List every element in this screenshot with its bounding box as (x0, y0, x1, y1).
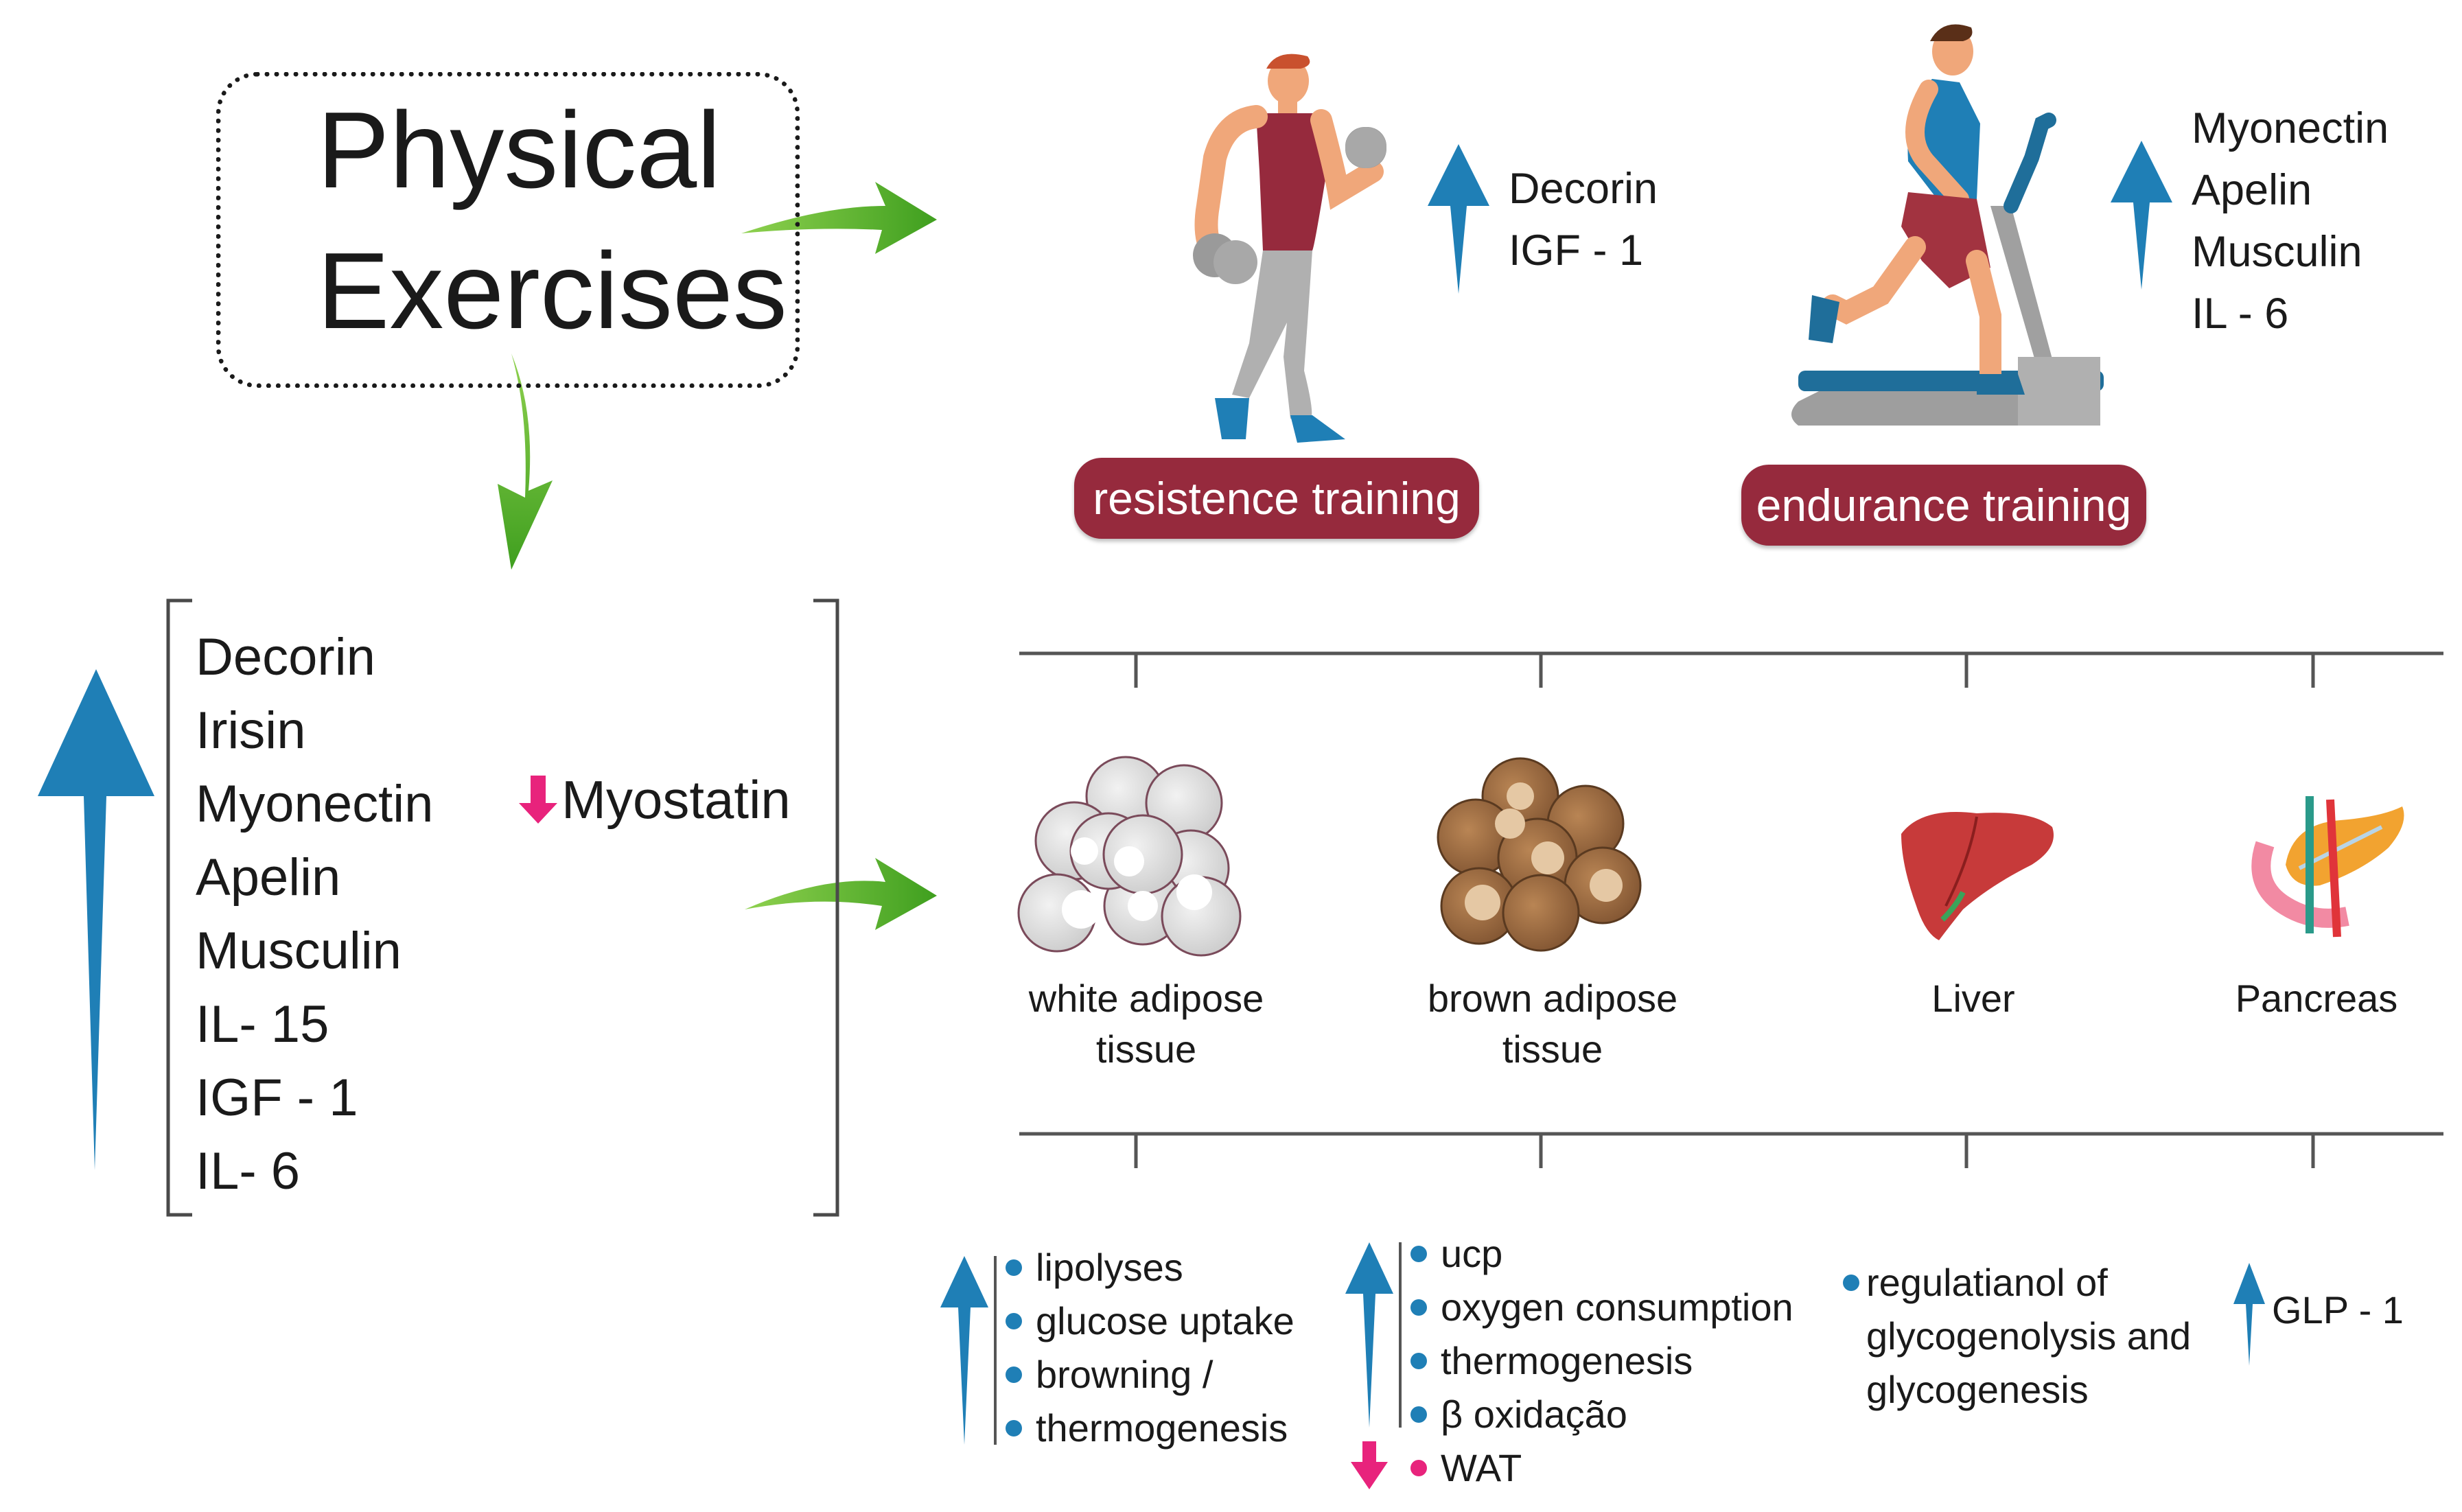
myokine-item: IGF - 1 (196, 1069, 358, 1127)
effect-item: lipolyses (1006, 1241, 1294, 1294)
effect-item: thermogenesis (1006, 1401, 1294, 1455)
bullet-icon (1410, 1353, 1427, 1370)
white-adipose-effects: lipolyses glucose uptake browning / ther… (1006, 1241, 1294, 1455)
effect-item: WAT (1410, 1441, 1793, 1495)
bat-up-arrow-icon (1345, 1242, 1393, 1428)
myokine-item: Decorin (196, 628, 375, 686)
endurance-myokine-list: Myonectin Apelin Musculin IL - 6 (2192, 97, 2389, 345)
flow-arrow-to-organs (745, 858, 937, 930)
myokine-item: Apelin (196, 848, 341, 907)
title-box (216, 72, 800, 388)
bullet-icon (1410, 1246, 1427, 1263)
wat-up-arrow-icon (940, 1256, 988, 1445)
organ-label-brown-adipose: brown adipose tissue (1374, 973, 1731, 1075)
organ-label-line: Pancreas (2235, 977, 2398, 1020)
effect-item: glycogenolysis and (1866, 1314, 2192, 1358)
effect-arrows (940, 1242, 2265, 1489)
endurance-up-arrow-icon (2111, 141, 2172, 290)
effect-item: oxygen consumption (1410, 1281, 1793, 1334)
glp1-up-arrow-icon (2233, 1263, 2265, 1366)
organ-label-line: tissue (1095, 1027, 1197, 1071)
flow-arrow-to-training (741, 182, 937, 254)
myokine-list: Decorin Irisin Myonectin Apelin Musculin… (196, 620, 433, 1208)
effect-item: thermogenesis (1410, 1334, 1793, 1388)
bullet-icon (1006, 1313, 1022, 1330)
bullet-icon (1006, 1420, 1022, 1437)
organ-label-pancreas: Pancreas (2138, 973, 2462, 1024)
title-line-2: Exercises (317, 231, 787, 351)
liver-effects: regulatianol of glycogenolysis and glyco… (1843, 1256, 2191, 1417)
organ-label-line: Liver (1931, 977, 2015, 1020)
organ-brackets (1019, 651, 2443, 1168)
endurance-myokine: Myonectin (2192, 104, 2389, 152)
myostatin-down-arrow-icon (519, 776, 557, 824)
effect-item: glucose uptake (1006, 1294, 1294, 1348)
effect-item: regulatianol of (1843, 1256, 2191, 1310)
myokines-bracket (166, 598, 839, 1217)
bullet-icon (1410, 1299, 1427, 1316)
bullet-icon (1843, 1275, 1859, 1292)
resistance-up-arrow-icon (1428, 144, 1489, 294)
resistance-trainer-icon (1193, 54, 1386, 443)
endurance-myokine: IL - 6 (2192, 290, 2289, 338)
brown-adipose-effects: ucp oxygen consumption thermogenesis β o… (1410, 1227, 1793, 1495)
pancreas-effect: GLP - 1 (2272, 1288, 2404, 1331)
organ-label-line: white adipose (1028, 977, 1264, 1020)
myokine-item: Musculin (196, 922, 402, 980)
pancreas-icon (2251, 796, 2404, 938)
resistance-training-pill: resistence training (1074, 458, 1479, 539)
resistance-myokine: Decorin (1509, 165, 1658, 213)
bullet-icon (1410, 1406, 1427, 1423)
bullet-icon (1410, 1460, 1427, 1477)
bullet-icon (1006, 1366, 1022, 1384)
endurance-training-pill: endurance training (1741, 465, 2146, 546)
flow-arrow-down (498, 353, 553, 570)
effect-item: ucp (1410, 1227, 1793, 1281)
liver-icon (1901, 812, 2054, 940)
resistance-myokine: IGF - 1 (1509, 226, 1644, 275)
effect-item: glycogenesis (1866, 1368, 2089, 1411)
organ-label-line: tissue (1502, 1027, 1603, 1071)
brown-adipose-icon (1437, 757, 1642, 952)
effect-item: β oxidação (1410, 1388, 1793, 1441)
myokine-item: IL- 15 (196, 995, 329, 1054)
myokine-item: Myonectin (196, 775, 434, 833)
endurance-runner-icon (1791, 24, 2104, 426)
title-line-1: Physical (317, 90, 721, 211)
myokine-item: IL- 6 (196, 1142, 301, 1200)
effect-item: browning / (1006, 1348, 1294, 1401)
endurance-myokine: Musculin (2192, 228, 2362, 276)
organ-label-white-adipose: white adipose tissue (968, 973, 1325, 1075)
organ-label-line: brown adipose (1427, 977, 1678, 1020)
organ-label-liver: Liver (1795, 973, 2152, 1024)
myokine-item: Irisin (196, 701, 306, 760)
myostatin-label: Myostatin (561, 769, 791, 830)
white-adipose-icon (1017, 756, 1242, 957)
endurance-myokine: Apelin (2192, 166, 2312, 214)
big-up-arrow-icon (38, 669, 154, 1170)
wat-down-arrow-icon (1351, 1441, 1388, 1489)
bullet-icon (1006, 1259, 1022, 1277)
resistance-myokine-list: Decorin IGF - 1 (1509, 158, 1658, 281)
